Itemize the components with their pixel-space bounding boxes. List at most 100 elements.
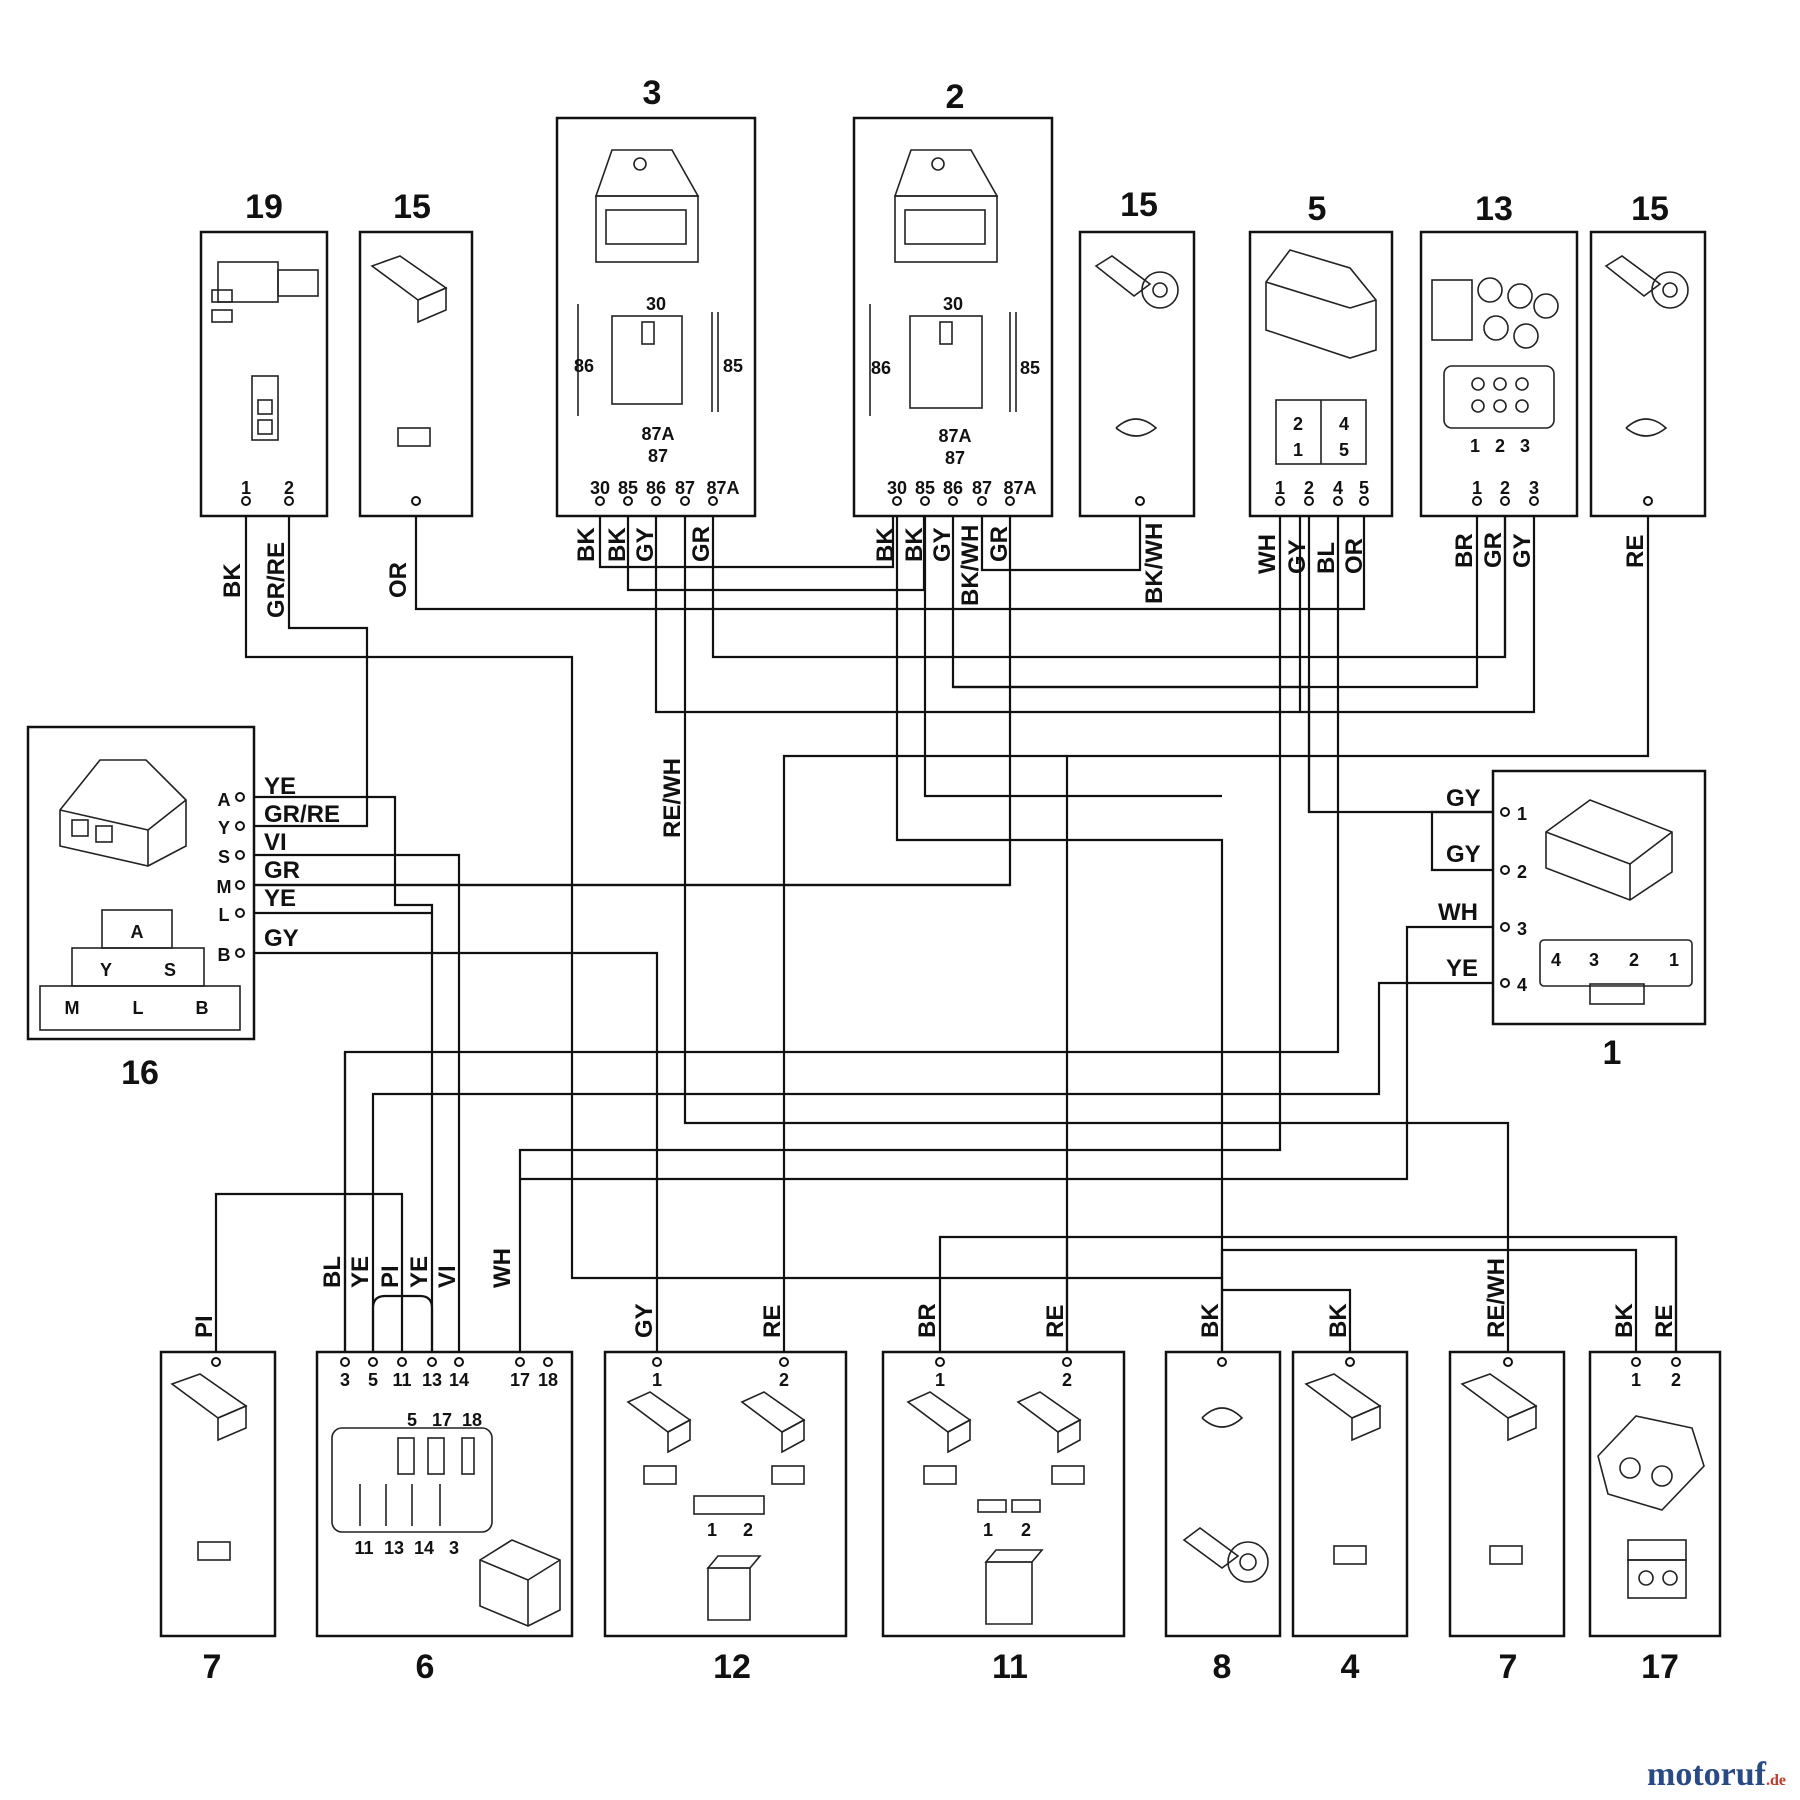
wire-label: WH xyxy=(489,1248,516,1288)
pin-label: S xyxy=(164,960,176,980)
component-17 xyxy=(1588,1350,1722,1638)
pin-label: L xyxy=(133,998,144,1018)
flat-terminal-icon xyxy=(170,1373,248,1561)
wire-label: RE/WH xyxy=(1483,1258,1510,1338)
pin-label: 86 xyxy=(871,358,891,378)
ring-terminal-icon xyxy=(1094,255,1179,437)
wire-label: GY xyxy=(632,527,659,562)
wire-1-4 xyxy=(371,981,1505,1352)
pin-label: 2 xyxy=(284,478,294,498)
wire-15a-or xyxy=(414,496,1366,611)
wire-15c-re xyxy=(1065,496,1650,1352)
component-5 xyxy=(1248,230,1394,518)
component-8 xyxy=(1164,1350,1282,1638)
component-number-15b: 15 xyxy=(1120,186,1158,224)
flat-terminal-icon xyxy=(1304,1373,1382,1565)
pin-label: 3 xyxy=(1520,436,1530,456)
wire-label: BK xyxy=(901,527,928,562)
component-16 xyxy=(26,725,256,1041)
pin-label: 2 xyxy=(1671,1370,1681,1390)
pin-label: 4 xyxy=(1333,478,1343,498)
wire-4 xyxy=(1222,1288,1352,1352)
wire-label: GR xyxy=(688,526,715,562)
component-number-16: 16 xyxy=(121,1054,159,1092)
brand-logo: motoruf.de xyxy=(1647,1756,1786,1794)
ring-terminal-icon xyxy=(1182,1407,1269,1583)
connector-5-illustration-icon xyxy=(1265,249,1377,465)
wire-label: VI xyxy=(434,1265,461,1288)
pin-label: 3 xyxy=(1517,919,1527,939)
pin-label: M xyxy=(217,877,232,897)
wire-label: GY xyxy=(929,527,956,562)
wire-label: GY xyxy=(1509,533,1536,568)
pin-label: 2 xyxy=(1021,1520,1031,1540)
pin-label: 1 xyxy=(707,1520,717,1540)
component-number-19: 19 xyxy=(245,188,283,226)
pin-label: 4 xyxy=(1339,414,1349,434)
wire-label: BR xyxy=(914,1303,941,1338)
wire-16-a xyxy=(240,795,434,1352)
pin-label: 2 xyxy=(1293,414,1303,434)
pin-label: 1 xyxy=(935,1370,945,1390)
pin-label: Y xyxy=(100,960,112,980)
wire-label: GR/RE xyxy=(264,801,340,828)
connector-1-illustration-icon xyxy=(1539,799,1693,1005)
component-15a xyxy=(358,230,474,518)
component-3-relay xyxy=(555,116,757,518)
wire-label: GY xyxy=(1284,539,1311,574)
wire-16-s xyxy=(240,853,461,1352)
component-number-7b: 7 xyxy=(1499,1648,1518,1686)
pin-label: 1 xyxy=(983,1520,993,1540)
pin-label: 30 xyxy=(590,478,610,498)
pin-label: 1 xyxy=(1275,478,1285,498)
pin-label: 86 xyxy=(943,478,963,498)
wire-label: RE xyxy=(1651,1305,1678,1338)
wire-2-87 xyxy=(980,496,1142,572)
pin-label: 85 xyxy=(723,356,743,376)
pin-label: 13 xyxy=(422,1370,442,1390)
wire-label: RE xyxy=(1042,1305,1069,1338)
flat-terminal-icon xyxy=(1460,1373,1538,1565)
wire-label: BK xyxy=(1325,1303,1352,1338)
wire-5-1 xyxy=(518,496,1282,1352)
pin-label: 85 xyxy=(1020,358,1040,378)
pin-label: 87 xyxy=(945,448,965,468)
wire-3-87 xyxy=(683,496,1510,1352)
connector-12-illustration-icon xyxy=(626,1391,806,1621)
wire-16-b xyxy=(240,951,659,1352)
pin-label: 85 xyxy=(915,478,935,498)
relay-2-illustration-icon xyxy=(869,149,1017,416)
pin-label: 14 xyxy=(449,1370,469,1390)
pin-label: 2 xyxy=(1062,1370,1072,1390)
component-2-relay xyxy=(852,116,1054,518)
wire-label: VI xyxy=(264,829,287,856)
pin-label: 1 xyxy=(1631,1370,1641,1390)
wire-2-30 xyxy=(895,496,1224,1278)
flat-terminal-icon xyxy=(370,255,448,447)
wire-label: GY xyxy=(1446,785,1481,812)
wire-3-30 xyxy=(598,496,895,569)
wire-12-2 xyxy=(782,754,1067,1352)
component-11 xyxy=(881,1350,1126,1638)
wire-3-87a xyxy=(711,496,1507,659)
pin-label: S xyxy=(218,847,230,867)
pin-label: 2 xyxy=(1304,478,1314,498)
pin-label: 30 xyxy=(887,478,907,498)
pin-label: 3 xyxy=(1589,950,1599,970)
component-numbers: 19 15 3 2 15 5 13 15 16 1 7 6 12 11 8 4 … xyxy=(121,74,1679,1686)
wire-label: YE xyxy=(406,1256,433,1288)
pin-label: 2 xyxy=(1500,478,1510,498)
connector-11-illustration-icon xyxy=(906,1391,1085,1625)
wire-19-1 xyxy=(244,496,1224,1352)
pin-label: 30 xyxy=(943,294,963,314)
pin-label: 1 xyxy=(1472,478,1482,498)
ring-terminal-icon xyxy=(1604,255,1689,437)
wire-label: OR xyxy=(385,562,412,598)
wire-label: GR xyxy=(264,857,300,884)
pin-label: 87 xyxy=(972,478,992,498)
pin-label: 86 xyxy=(646,478,666,498)
pin-dots xyxy=(211,496,1681,1367)
pin-label: 11 xyxy=(392,1370,411,1390)
wire-5-4 xyxy=(343,496,1340,1352)
pin-label: 18 xyxy=(462,1410,482,1430)
